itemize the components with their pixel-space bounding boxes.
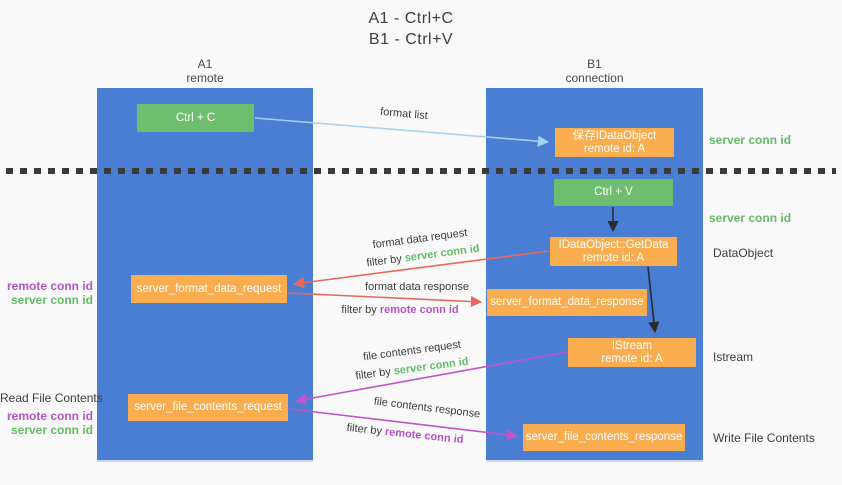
node-server-format-data-request-label: server_format_data_request bbox=[136, 282, 282, 295]
server-conn-id-text: server conn id bbox=[393, 355, 470, 378]
title-line-2: B1 - Ctrl+V bbox=[368, 31, 454, 48]
label-server-conn-id-left-top: server conn id bbox=[10, 293, 93, 307]
lane-a1-title: A1 bbox=[197, 57, 213, 71]
edge-label-file-contents-response-filter: filter by remote conn id bbox=[346, 422, 464, 446]
filter-by-text: filter by bbox=[346, 421, 386, 438]
edge-label-format-data-response: format data response bbox=[365, 281, 469, 293]
dotted-separator bbox=[6, 168, 836, 174]
label-group-left-bottom: Read File Contents remote conn id server… bbox=[0, 391, 103, 437]
node-server-format-data-response-label: server_format_data_response bbox=[490, 296, 644, 308]
node-save-idataobject-line2: remote id: A bbox=[583, 142, 646, 155]
label-dataobject: DataObject bbox=[713, 246, 774, 260]
node-idataobject-getdata-line2: remote id: A bbox=[582, 251, 645, 264]
node-ctrl-c-label: Ctrl + C bbox=[175, 111, 216, 124]
node-ctrl-v-label: Ctrl + V bbox=[594, 186, 633, 198]
lane-a1-header: A1 remote bbox=[97, 57, 313, 85]
label-remote-conn-id-left-bottom: remote conn id bbox=[6, 409, 93, 423]
edge-label-format-list: format list bbox=[379, 105, 429, 123]
node-save-idataobject-line1: 保存IDataObject bbox=[572, 129, 657, 142]
label-istream: Istream bbox=[713, 350, 754, 364]
node-server-file-contents-request-label: server_file_contents_request bbox=[134, 401, 282, 413]
node-istream: IStream remote id: A bbox=[568, 338, 696, 367]
lane-a1-subtitle: remote bbox=[186, 71, 224, 85]
node-ctrl-v: Ctrl + V bbox=[554, 179, 673, 206]
label-write-file-contents: Write File Contents bbox=[713, 431, 815, 445]
arrow-format-data-response bbox=[287, 292, 483, 308]
lane-b1-subtitle: connection bbox=[565, 71, 624, 85]
node-server-format-data-request: server_format_data_request bbox=[131, 275, 287, 303]
node-istream-line1: IStream bbox=[611, 339, 653, 352]
lane-b1-title: B1 bbox=[587, 57, 602, 71]
label-group-left-top: remote conn id server conn id bbox=[0, 279, 93, 307]
label-server-conn-id-left-bottom: server conn id bbox=[10, 423, 93, 437]
filter-by-text: filter by bbox=[365, 252, 406, 270]
node-ctrl-c: Ctrl + C bbox=[137, 104, 254, 132]
edge-label-format-data-response-filter: filter by remote conn id bbox=[341, 304, 458, 316]
filter-by-text: filter by bbox=[354, 365, 395, 383]
edge-label-file-contents-response: file contents response bbox=[373, 395, 481, 421]
title-line-1: A1 - Ctrl+C bbox=[368, 10, 454, 27]
diagram-title: A1 - Ctrl+C B1 - Ctrl+V bbox=[0, 8, 832, 50]
node-idataobject-getdata: IDataObject::GetData remote id: A bbox=[550, 237, 677, 266]
lane-b1-header: B1 connection bbox=[486, 57, 703, 85]
label-read-file-contents: Read File Contents bbox=[0, 391, 103, 405]
label-server-conn-id-right-mid: server conn id bbox=[709, 211, 792, 225]
node-server-format-data-response: server_format_data_response bbox=[487, 289, 647, 316]
server-conn-id-text: server conn id bbox=[404, 242, 481, 265]
node-istream-line2: remote id: A bbox=[601, 352, 663, 365]
node-idataobject-getdata-line1: IDataObject::GetData bbox=[558, 238, 669, 251]
node-server-file-contents-response-label: server_file_contents_response bbox=[525, 431, 683, 443]
remote-conn-id-text: remote conn id bbox=[384, 425, 464, 447]
label-server-conn-id-right-top: server conn id bbox=[709, 133, 792, 147]
node-save-idataobject: 保存IDataObject remote id: A bbox=[555, 128, 674, 157]
label-remote-conn-id-left-top: remote conn id bbox=[6, 279, 93, 293]
remote-conn-id-text: remote conn id bbox=[379, 304, 459, 316]
node-server-file-contents-request: server_file_contents_request bbox=[128, 394, 288, 421]
node-server-file-contents-response: server_file_contents_response bbox=[523, 424, 685, 451]
filter-by-text: filter by bbox=[341, 304, 380, 316]
